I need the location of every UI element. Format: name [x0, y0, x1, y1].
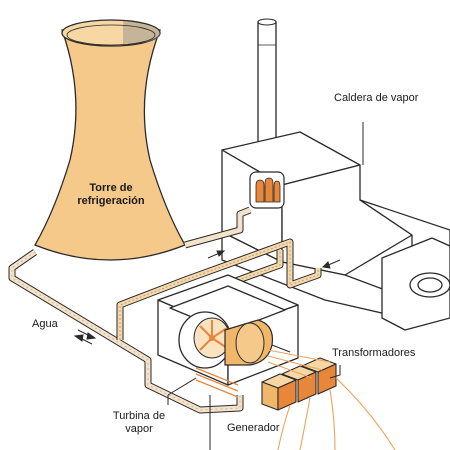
cooling-tower	[35, 20, 185, 260]
boiler-firebox	[250, 172, 284, 208]
label-cooling-tower: Torre de refrigeración	[70, 182, 152, 208]
label-water: Agua	[32, 318, 58, 331]
label-boiler: Caldera de vapor	[334, 92, 424, 105]
steam-turbine	[179, 312, 231, 368]
label-generator: Generador	[227, 422, 280, 435]
label-steam-turbine: Turbina de vapor	[102, 410, 176, 436]
label-transformers: Transformadores	[332, 347, 415, 360]
